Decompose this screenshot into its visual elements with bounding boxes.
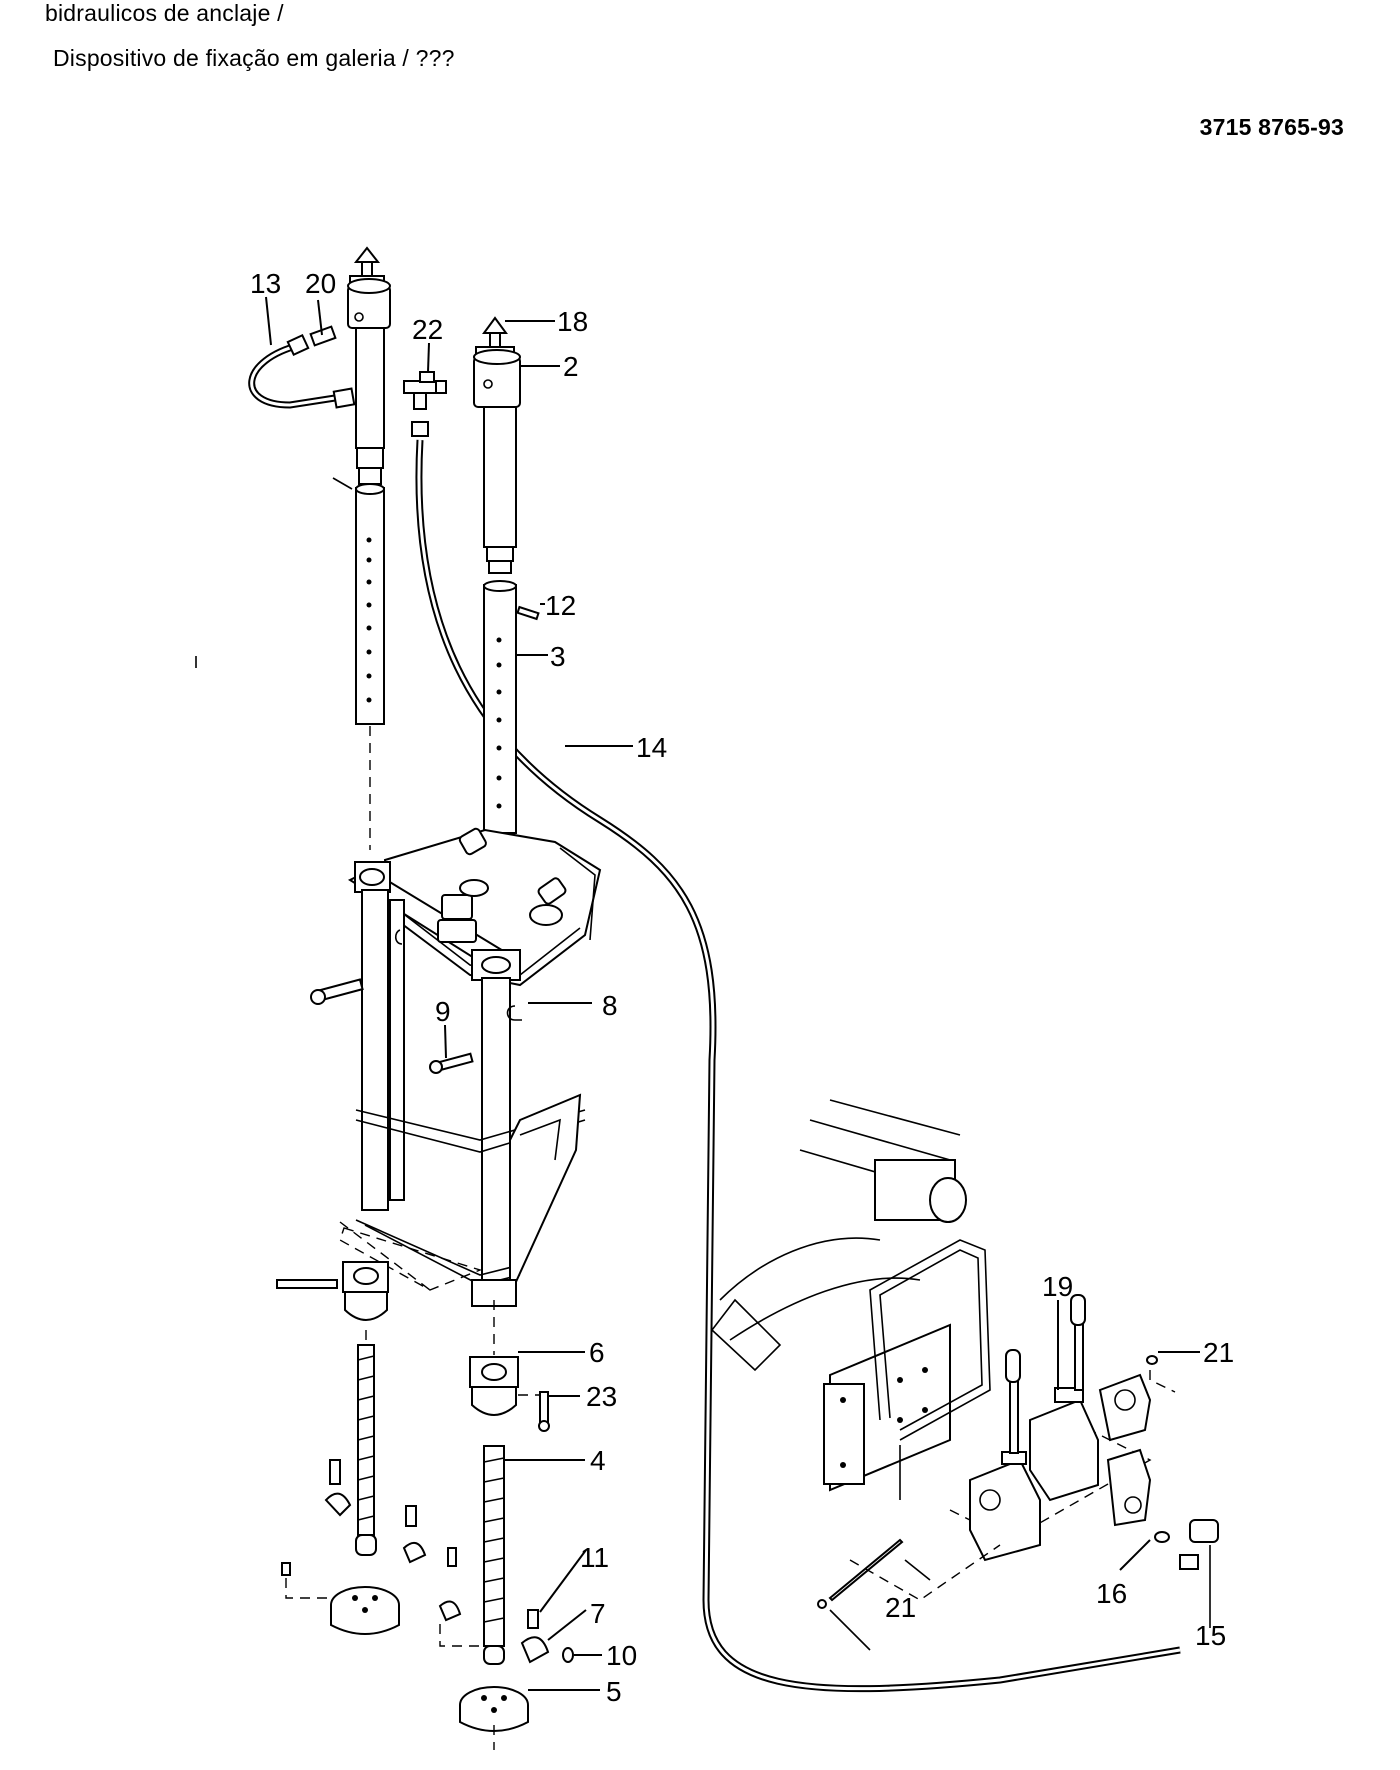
callout-23: 23 <box>586 1381 617 1412</box>
callout-3: 3 <box>550 641 566 672</box>
callout-4: 4 <box>590 1445 606 1476</box>
left-screw-assembly <box>276 1221 431 1635</box>
callout-11: 11 <box>580 1542 609 1573</box>
callout-21-bottom: 21 <box>885 1592 916 1623</box>
callout-10: 10 <box>606 1640 637 1671</box>
hose-13 <box>248 325 356 409</box>
callout-18: 18 <box>557 306 588 337</box>
header-line-1: bidraulicos de anclaje / <box>45 0 284 26</box>
callout-21-top: 21 <box>1203 1337 1234 1368</box>
hose-14 <box>415 439 1181 1693</box>
leader-lines <box>265 296 1200 1691</box>
callout-12: 12 <box>545 590 576 621</box>
left-cylinder <box>332 246 391 850</box>
callout-5: 5 <box>606 1676 622 1707</box>
callout-8: 8 <box>602 990 618 1021</box>
callout-7: 7 <box>590 1598 606 1629</box>
callout-9: 9 <box>435 996 451 1027</box>
callout-16: 16 <box>1096 1578 1127 1609</box>
callout-20: 20 <box>305 268 336 299</box>
callout-15: 15 <box>1195 1620 1226 1651</box>
control-valve-19 <box>817 1294 1219 1651</box>
document-number: 3715 8765-93 <box>1199 114 1344 140</box>
callout-22: 22 <box>412 314 443 345</box>
callout-19: 19 <box>1042 1271 1073 1302</box>
callout-2: 2 <box>563 351 579 382</box>
right-screw-assembly <box>438 1300 574 1750</box>
callout-6: 6 <box>589 1337 605 1368</box>
callout-13: 13 <box>250 268 281 299</box>
right-cylinder <box>473 316 540 834</box>
frame <box>310 827 602 1307</box>
tee-fitting-22 <box>403 371 447 437</box>
callout-14: 14 <box>636 732 667 763</box>
machine-background <box>710 1099 991 1500</box>
header-line-2: Dispositivo de fixação em galeria / ??? <box>53 45 455 71</box>
